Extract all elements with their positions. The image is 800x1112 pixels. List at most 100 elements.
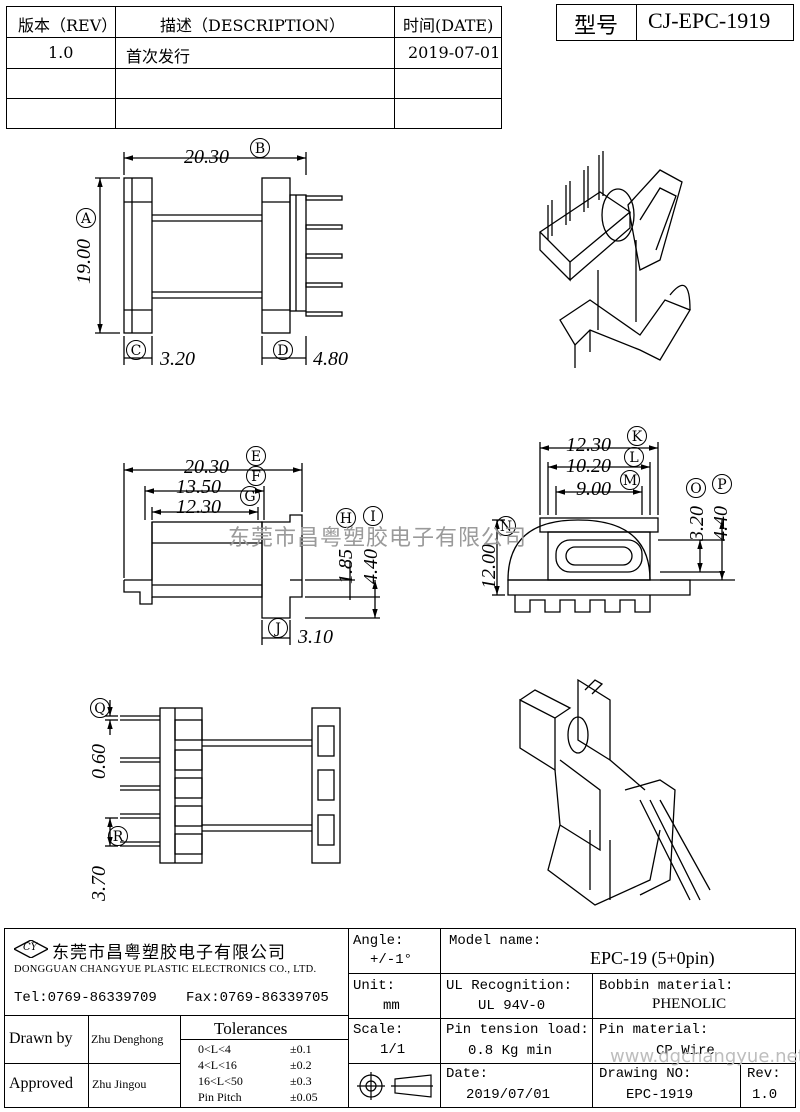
balloon-l-label: L [629, 450, 639, 466]
ul-value: UL 94V-0 [478, 998, 546, 1014]
isometric-view-top [538, 151, 691, 368]
dim-end-l: 10.20 [566, 455, 611, 477]
dim-side-f: 13.50 [176, 476, 221, 498]
tolerances-title: Tolerances [214, 1019, 288, 1038]
balloon-j: J [268, 618, 288, 638]
drawing-no-value: EPC-1919 [626, 1087, 694, 1103]
balloon-i-label: I [370, 509, 376, 525]
balloon-q-label: Q [94, 701, 106, 717]
logo-text: CY [23, 942, 38, 953]
dim-end-p: 4.40 [710, 506, 732, 541]
rev-value: 1.0 [752, 1087, 778, 1103]
balloon-o: O [686, 478, 706, 498]
isometric-view-bottom [519, 678, 711, 906]
pin-tension-label: Pin tension load: [446, 1022, 589, 1038]
tolerance-range-4: Pin Pitch [198, 1090, 242, 1104]
pin-tension-value: 0.8 Kg min [468, 1043, 553, 1059]
dim-end-m: 9.00 [576, 478, 611, 500]
tolerance-range-1: 0<L<4 [198, 1042, 231, 1056]
drawing-no-label: Drawing NO: [599, 1066, 692, 1082]
balloon-k-label: K [631, 429, 643, 445]
tolerance-value-3: ±0.3 [290, 1074, 312, 1088]
balloon-l: L [624, 447, 644, 467]
balloon-c-label: C [130, 343, 142, 359]
date-header: 时间(DATE) [403, 16, 494, 35]
model-name-value: EPC-19 (5+0pin) [590, 948, 715, 968]
balloon-m: M [620, 470, 640, 490]
balloon-e-label: E [250, 449, 262, 465]
bobbin-material-value: PHENOLIC [652, 996, 727, 1012]
drawn-by-value: Zhu Denghong [91, 1032, 164, 1046]
tolerance-value-4: ±0.05 [290, 1090, 318, 1104]
dim-end-o: 3.20 [686, 506, 708, 541]
balloon-p: P [712, 474, 732, 494]
ul-label: UL Recognition: [446, 978, 573, 994]
projection-symbol [355, 1070, 435, 1102]
balloon-f-label: F [251, 469, 261, 485]
balloon-g: G [240, 486, 260, 506]
company-name-en: DONGGUAN CHANGYUE PLASTIC ELECTRONICS CO… [14, 964, 317, 975]
company-fax: Fax:0769-86339705 [186, 990, 329, 1006]
unit-value: mm [383, 998, 400, 1014]
tolerance-range-2: 4<L<16 [198, 1058, 237, 1072]
pin-material-label: Pin material: [599, 1022, 709, 1038]
company-name-cn: 东莞市昌粤塑胶电子有限公司 [52, 943, 286, 963]
top-view [95, 152, 343, 365]
balloon-b-label: B [254, 141, 266, 157]
scale-label: Scale: [353, 1022, 404, 1038]
bobbin-material-label: Bobbin material: [599, 978, 734, 994]
dim-side-h: 1.85 [335, 549, 357, 584]
dim-bottom-pitch: 0.60 [88, 744, 110, 779]
dim-side-j: 3.10 [298, 626, 333, 648]
pin-material-value: CP Wire [656, 1043, 715, 1059]
balloon-b: B [250, 138, 270, 158]
side-view [123, 463, 380, 645]
watermark-text: 东莞市昌粤塑胶电子有限公司 [228, 526, 528, 551]
tolerance-value-1: ±0.1 [290, 1042, 312, 1056]
balloon-q: Q [90, 698, 110, 718]
approved-value: Zhu Jingou [92, 1077, 147, 1091]
dim-left-flange: 3.20 [160, 348, 195, 370]
rev-cell: 1.0 [48, 43, 74, 62]
balloon-h: H [336, 508, 356, 528]
footer-watermark: www.dgchangyue.net [610, 1046, 800, 1067]
tolerance-value-2: ±0.2 [290, 1058, 312, 1072]
balloon-r: R [108, 826, 128, 846]
dim-bottom-r: 3.70 [88, 866, 110, 901]
balloon-n-label: N [499, 519, 513, 535]
balloon-i: I [363, 506, 383, 526]
balloon-o-label: O [690, 481, 702, 497]
description-header: 描述（DESCRIPTION） [160, 16, 345, 35]
approved-label: Approved [9, 1075, 73, 1092]
balloon-f: F [246, 466, 266, 486]
scale-value: 1/1 [380, 1042, 406, 1058]
date-cell: 2019-07-01 [408, 43, 501, 62]
dim-side-i: 4.40 [360, 549, 382, 584]
drawn-by-label: Drawn by [9, 1030, 73, 1047]
company-logo: CY [12, 939, 50, 959]
balloon-h-label: H [339, 511, 353, 527]
balloon-j-label: J [275, 621, 281, 637]
tolerance-range-3: 16<L<50 [198, 1074, 243, 1088]
company-tel: Tel:0769-86339709 [14, 990, 157, 1006]
balloon-k: K [627, 426, 647, 446]
balloon-n: N [496, 516, 516, 536]
balloon-c: C [126, 340, 146, 360]
model-name-label: Model name: [449, 933, 542, 949]
model-value: CJ-EPC-1919 [648, 8, 771, 33]
angle-value: +/-1° [370, 952, 413, 968]
date-value: 2019/07/01 [466, 1087, 551, 1103]
dim-side-g: 12.30 [176, 496, 221, 518]
model-label: 型号 [574, 14, 619, 39]
angle-label: Angle: [353, 933, 404, 949]
date-label: Date: [446, 1066, 489, 1082]
bottom-view [105, 700, 341, 864]
rev-label: Rev: [747, 1066, 781, 1082]
unit-label: Unit: [353, 978, 396, 994]
dim-side-e: 20.30 [184, 456, 229, 478]
balloon-r-label: R [112, 829, 124, 845]
rev-header: 版本（REV） [18, 16, 118, 35]
dim-top-height: 19.00 [73, 239, 95, 284]
balloon-m-label: M [622, 473, 638, 489]
dim-end-k: 12.30 [566, 434, 611, 456]
